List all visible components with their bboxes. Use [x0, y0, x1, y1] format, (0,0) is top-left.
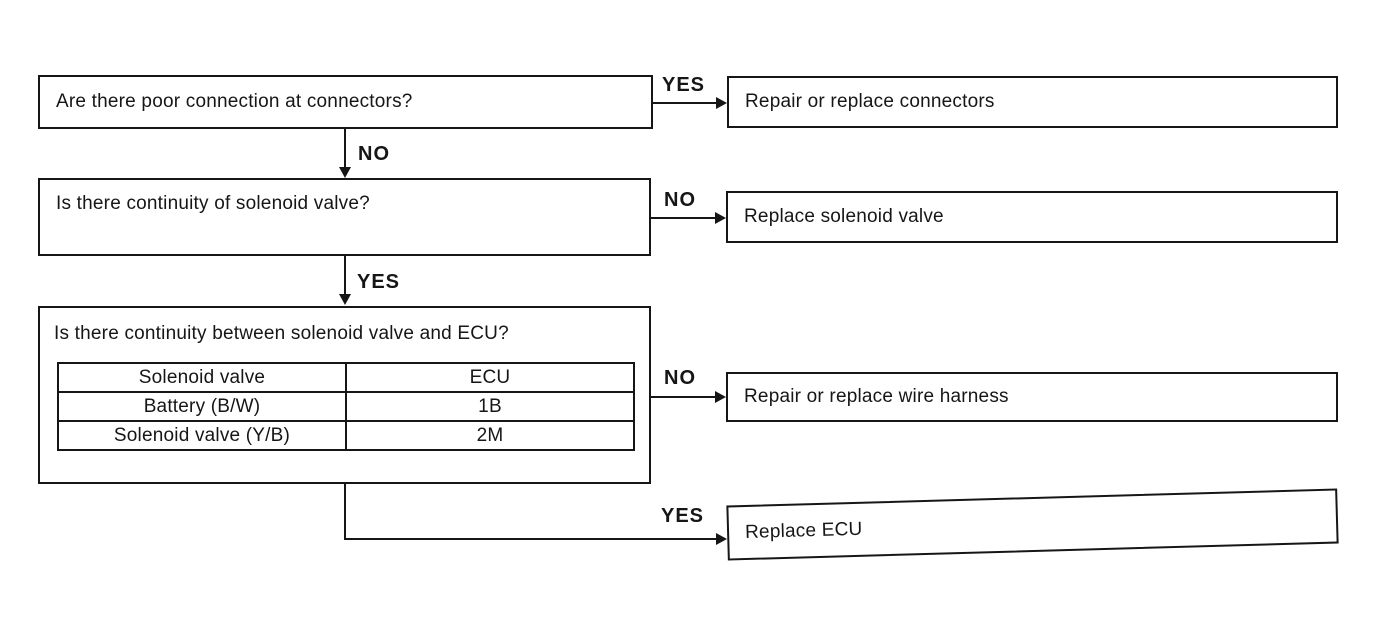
question-box-solenoid-ecu-continuity: Is there continuity between solenoid val…: [38, 306, 651, 484]
connector-label-no: NO: [664, 189, 696, 211]
action-text: Repair or replace wire harness: [744, 386, 1009, 407]
action-box-replace-ecu: Replace ECU: [726, 488, 1339, 561]
arrowhead-down-icon: [339, 167, 351, 178]
action-box-repair-wire-harness: Repair or replace wire harness: [726, 372, 1338, 422]
table-cell: Battery (B/W): [57, 391, 347, 422]
question-text: Is there continuity of solenoid valve?: [56, 193, 370, 214]
connector-line: [344, 129, 346, 169]
table-cell: Solenoid valve (Y/B): [57, 420, 347, 451]
action-box-repair-connectors: Repair or replace connectors: [727, 76, 1338, 128]
action-box-replace-solenoid-valve: Replace solenoid valve: [726, 191, 1338, 243]
action-text: Replace ECU: [744, 518, 863, 543]
arrowhead-right-icon: [716, 533, 727, 545]
table-cell: 1B: [345, 391, 635, 422]
question-text: Is there continuity between solenoid val…: [54, 323, 509, 344]
action-text: Repair or replace connectors: [745, 91, 995, 112]
table-cell: 2M: [345, 420, 635, 451]
table-header-cell: Solenoid valve: [57, 362, 347, 393]
connector-label-yes: YES: [357, 271, 401, 293]
table-header-row: Solenoid valve ECU: [57, 362, 635, 393]
connector-line: [344, 538, 717, 540]
connector-label-yes: YES: [661, 505, 705, 527]
table-header-cell: ECU: [345, 362, 635, 393]
arrowhead-down-icon: [339, 294, 351, 305]
connector-line: [344, 256, 346, 296]
arrowhead-right-icon: [716, 97, 727, 109]
connector-line: [651, 217, 716, 219]
table-row: Battery (B/W) 1B: [57, 391, 635, 422]
connector-line: [653, 102, 717, 104]
question-box-poor-connection: Are there poor connection at connectors?: [38, 75, 653, 129]
connector-label-no: NO: [664, 367, 696, 389]
question-box-solenoid-continuity: Is there continuity of solenoid valve?: [38, 178, 651, 256]
connector-label-no: NO: [358, 143, 390, 165]
pin-continuity-table: Solenoid valve ECU Battery (B/W) 1B Sole…: [57, 362, 635, 451]
table-row: Solenoid valve (Y/B) 2M: [57, 420, 635, 451]
action-text: Replace solenoid valve: [744, 206, 944, 227]
question-text: Are there poor connection at connectors?: [56, 91, 413, 112]
arrowhead-right-icon: [715, 212, 726, 224]
connector-label-yes: YES: [662, 74, 706, 96]
arrowhead-right-icon: [715, 391, 726, 403]
connector-line: [651, 396, 716, 398]
connector-line: [344, 484, 346, 540]
